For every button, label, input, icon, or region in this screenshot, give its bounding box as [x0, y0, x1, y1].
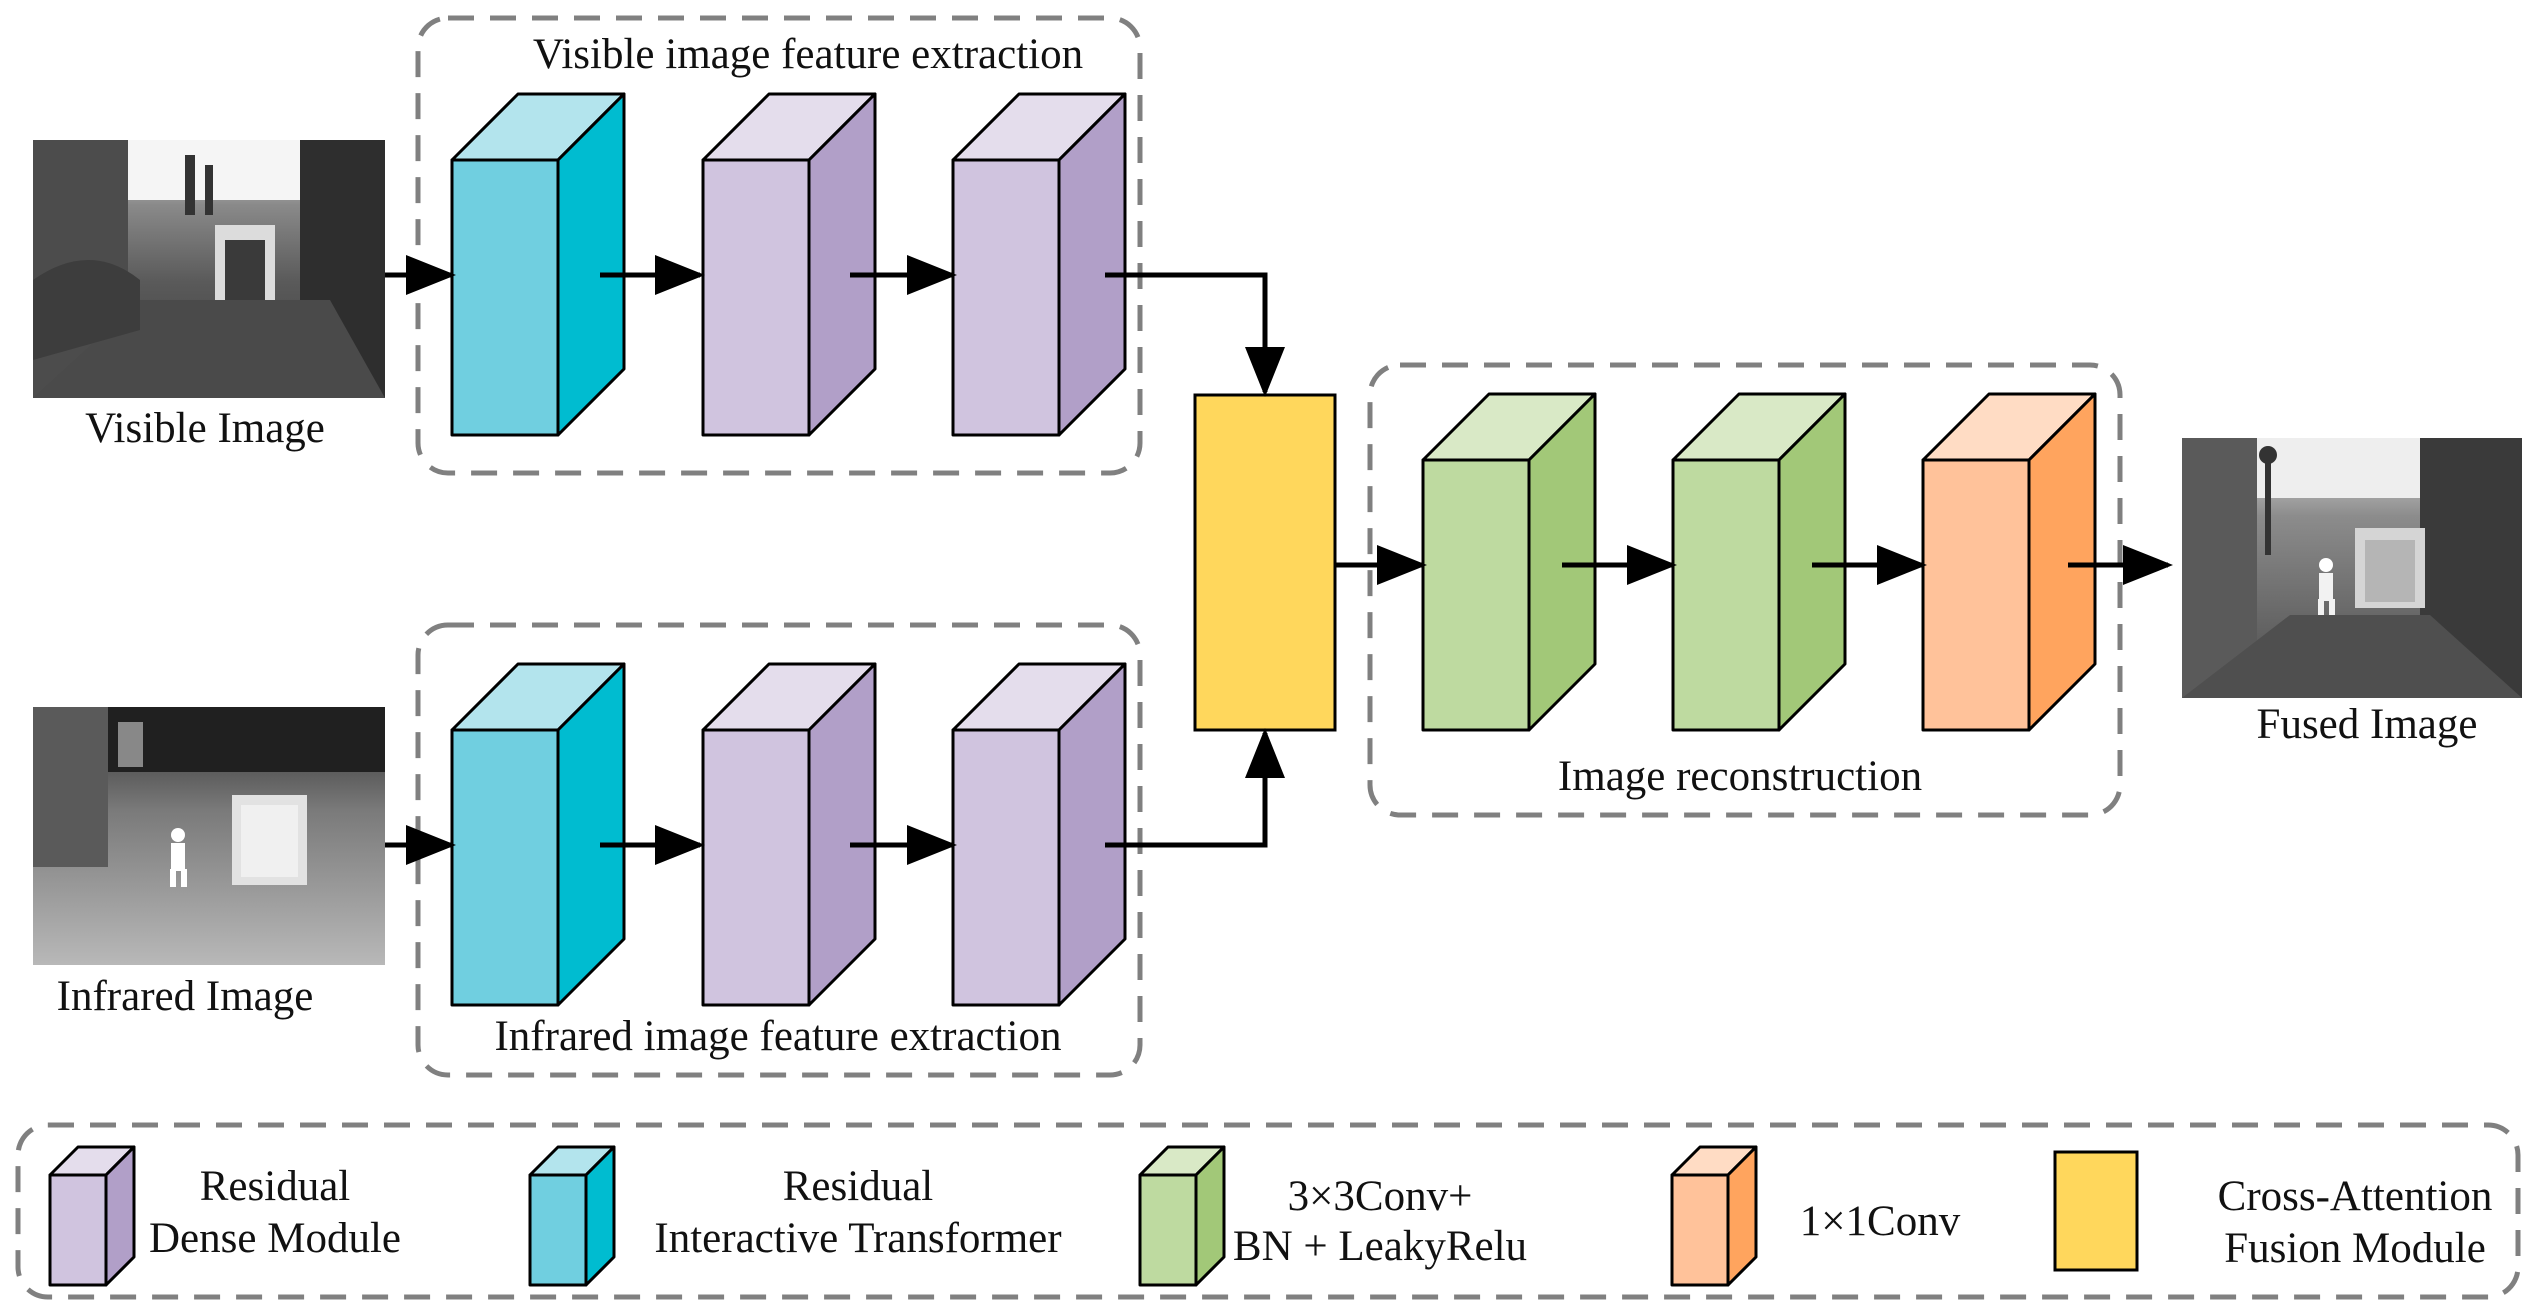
legend-conv3-line2: BN + LeakyRelu	[1233, 1223, 1527, 1270]
infrared-image-label: Infrared Image	[57, 973, 314, 1020]
infrared-rdm-block-2	[951, 662, 1127, 1007]
legend-swatch-cafm	[2053, 1150, 2139, 1272]
cross-attention-fusion-block	[1193, 393, 1337, 732]
legend-conv1-line1: 1×1Conv	[1800, 1198, 1961, 1245]
arrows	[385, 255, 2173, 865]
infrared-rdm-block-1	[701, 662, 877, 1007]
infrared-group-title: Infrared image feature extraction	[494, 1013, 1061, 1060]
visible-image	[33, 140, 385, 398]
legend-rdm-line1: Residual	[200, 1163, 351, 1210]
reconstruction-group-border	[1367, 362, 2123, 818]
arrow-infrared-to-fusion	[1105, 728, 1285, 848]
legend-swatch-conv1	[1670, 1145, 1758, 1287]
fused-image	[2182, 438, 2522, 698]
legend-swatch-rdm	[48, 1145, 136, 1287]
legend-swatch-conv3	[1138, 1145, 1226, 1287]
legend-rit-line1: Residual	[783, 1163, 934, 1210]
arrow-visible-to-fusion	[1105, 272, 1285, 397]
recon-conv3-block-2	[1671, 392, 1847, 732]
visible-rdm-block-1	[701, 92, 877, 437]
legend-swatch-rit	[528, 1145, 616, 1287]
visible-image-label: Visible Image	[85, 405, 325, 452]
recon-conv1-block	[1921, 392, 2097, 732]
legend-rit-line2: Interactive Transformer	[654, 1215, 1061, 1262]
infrared-image	[33, 707, 385, 965]
visible-rdm-block-2	[951, 92, 1127, 437]
legend-cafm-line2: Fusion Module	[2224, 1225, 2486, 1272]
visible-group-title: Visible image feature extraction	[533, 31, 1083, 78]
reconstruction-group-title: Image reconstruction	[1558, 753, 1922, 800]
infrared-rit-block	[450, 662, 626, 1007]
legend-conv3-line1: 3×3Conv+	[1288, 1173, 1473, 1220]
visible-rit-block	[450, 92, 626, 437]
block-layer	[450, 92, 2097, 1007]
recon-conv3-block-1	[1421, 392, 1597, 732]
infrared-group-border	[415, 622, 1143, 1078]
legend-border	[15, 1122, 2521, 1300]
legend-rdm-line2: Dense Module	[149, 1215, 401, 1262]
fused-image-label: Fused Image	[2257, 701, 2478, 748]
legend-swatches	[48, 1145, 1758, 1287]
legend-cafm-line1: Cross-Attention	[2218, 1173, 2493, 1220]
visible-group-border	[415, 15, 1143, 476]
